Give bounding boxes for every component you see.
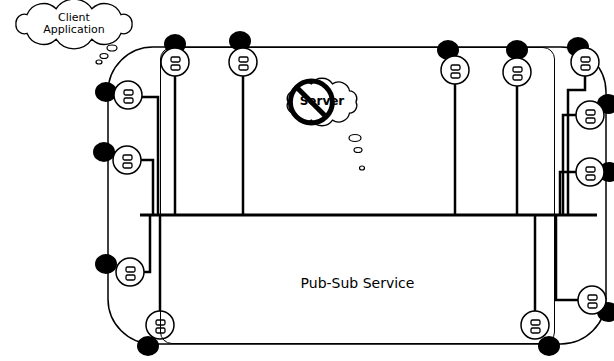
outlet-symbol	[576, 158, 604, 186]
outlet-slot	[581, 57, 590, 62]
thought-bubble	[96, 60, 102, 64]
outlet-slot	[586, 167, 595, 172]
outlet-symbol	[441, 56, 469, 84]
outlet-symbol	[116, 258, 144, 286]
client-ring	[108, 47, 606, 344]
outlet-slot	[123, 163, 132, 168]
node-texts: Client Application	[12, 4, 136, 44]
thought-bubble	[349, 135, 361, 142]
client-cloud: Client Application	[12, 4, 136, 44]
client-plug	[93, 142, 141, 174]
client-plug	[578, 286, 614, 322]
wire	[144, 215, 150, 272]
node-texts: Pub-Sub Service	[161, 48, 554, 343]
outlet-slot	[531, 328, 540, 333]
thought-bubble	[354, 148, 362, 153]
outlet-symbol	[521, 311, 549, 339]
outlet-symbol	[571, 48, 599, 76]
outlet-symbol	[114, 81, 142, 109]
outlet-slot	[586, 175, 595, 180]
client-plug	[137, 311, 174, 356]
outlet-slot	[451, 73, 460, 78]
outlet-slot	[171, 65, 180, 70]
client-plug	[95, 254, 144, 286]
node-texts: Server	[284, 79, 360, 125]
client-plug	[229, 31, 257, 76]
bus-line	[140, 214, 597, 217]
wire	[560, 172, 576, 215]
plug-blob	[93, 142, 115, 162]
outlet-slot	[581, 65, 590, 70]
outlet-slot	[239, 57, 248, 62]
outlet-symbol	[161, 48, 189, 76]
plug-blob	[538, 336, 560, 356]
outlet-slot	[126, 267, 135, 272]
cloud-shape	[16, 0, 132, 49]
cloud-shape	[287, 78, 357, 125]
client-plug	[95, 81, 142, 109]
outlet-slot	[124, 98, 133, 103]
client-plug	[576, 94, 614, 129]
outlet-symbol	[503, 58, 531, 86]
wire	[563, 115, 576, 215]
node-label: Server	[300, 95, 345, 108]
wire	[242, 76, 245, 215]
wire	[516, 86, 519, 215]
wire	[556, 215, 578, 300]
node-label: Pub-Sub Service	[301, 276, 415, 291]
wire	[142, 97, 158, 215]
client-plug	[161, 34, 189, 76]
outlet-slot	[239, 65, 248, 70]
outlet-slot	[171, 57, 180, 62]
outlet-slot	[513, 67, 522, 72]
wire	[534, 215, 537, 311]
outlet-slot	[451, 65, 460, 70]
wire	[174, 76, 177, 215]
outlet-symbol	[576, 101, 604, 129]
wire	[454, 84, 457, 215]
server-cloud: Server	[284, 79, 360, 125]
thought-bubble	[100, 54, 108, 59]
outlet-slot	[588, 303, 597, 308]
outlet-slot	[513, 75, 522, 80]
outlet-symbol	[113, 146, 141, 174]
node-label: Client Application	[27, 12, 121, 36]
outlet-symbol	[229, 48, 257, 76]
outlet-slot	[123, 155, 132, 160]
client-plug	[576, 158, 614, 186]
outlet-symbol	[578, 286, 606, 314]
outlet-slot	[588, 295, 597, 300]
outlet-slot	[126, 275, 135, 280]
plug-blob	[95, 254, 117, 274]
plug-blob	[506, 40, 528, 60]
client-plug	[567, 37, 599, 76]
thought-bubble	[360, 166, 365, 170]
thought-bubble	[107, 45, 117, 51]
outlet-slot	[124, 90, 133, 95]
service-box: ServerPub-Sub Service	[160, 47, 555, 344]
outlet-slot	[586, 110, 595, 115]
outlet-slot	[531, 320, 540, 325]
wire	[141, 160, 153, 215]
wire	[568, 76, 585, 215]
outlet-slot	[586, 118, 595, 123]
